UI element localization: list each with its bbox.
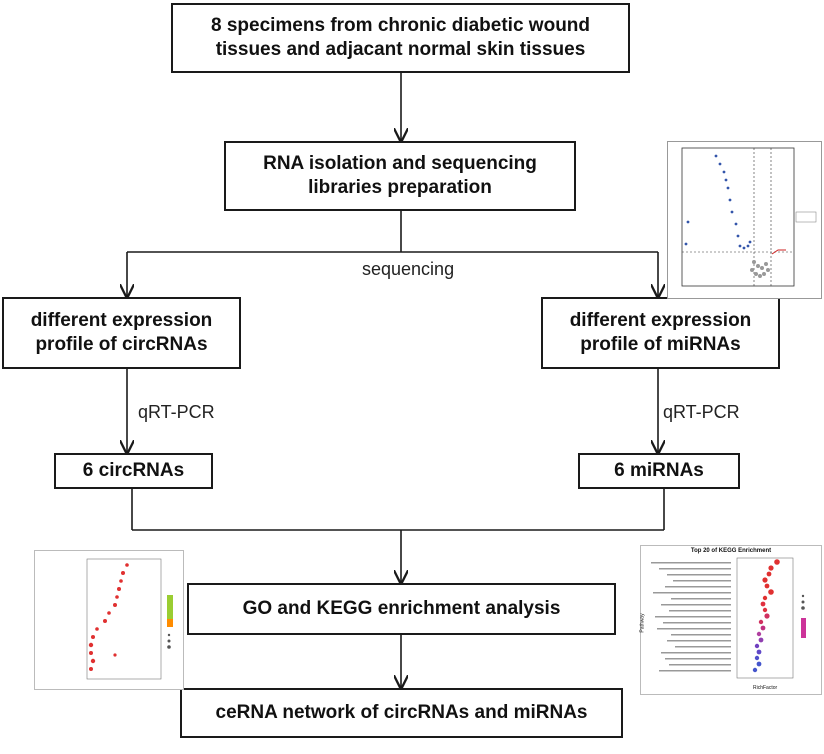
volcano-plot-graphic [681,147,817,287]
specimens-box: 8 specimens from chronic diabetic wound … [171,3,630,73]
circrna-profile-box: different expression profile of circRNAs [2,297,241,369]
kegg-dotplot-thumbnail: Top 20 of KEGG Enrichment Pathway RichFa… [640,545,822,695]
mirna-profile-box: different expression profile of miRNAs [541,297,780,369]
go-dotplot-thumbnail [34,550,184,690]
enrichment-box: GO and KEGG enrichment analysis [187,583,616,635]
kegg-dotplot-graphic [651,557,806,679]
volcano-plot-thumbnail [667,141,822,299]
kegg-title: Top 20 of KEGG Enrichment [690,548,772,554]
circrnas-result-box: 6 circRNAs [54,453,213,489]
kegg-x-label: RichFactor [753,685,778,691]
sequencing-label: sequencing [362,259,455,279]
cerna-network-box: ceRNA network of circRNAs and miRNAs [180,688,623,738]
go-dotplot-graphic [86,558,173,680]
rna-isolation-box: RNA isolation and sequencing libraries p… [224,141,576,211]
qrt-pcr-right-label: qRT-PCR [663,402,740,422]
qrt-pcr-left-label: qRT-PCR [138,402,215,422]
mirnas-result-box: 6 miRNAs [578,453,740,489]
